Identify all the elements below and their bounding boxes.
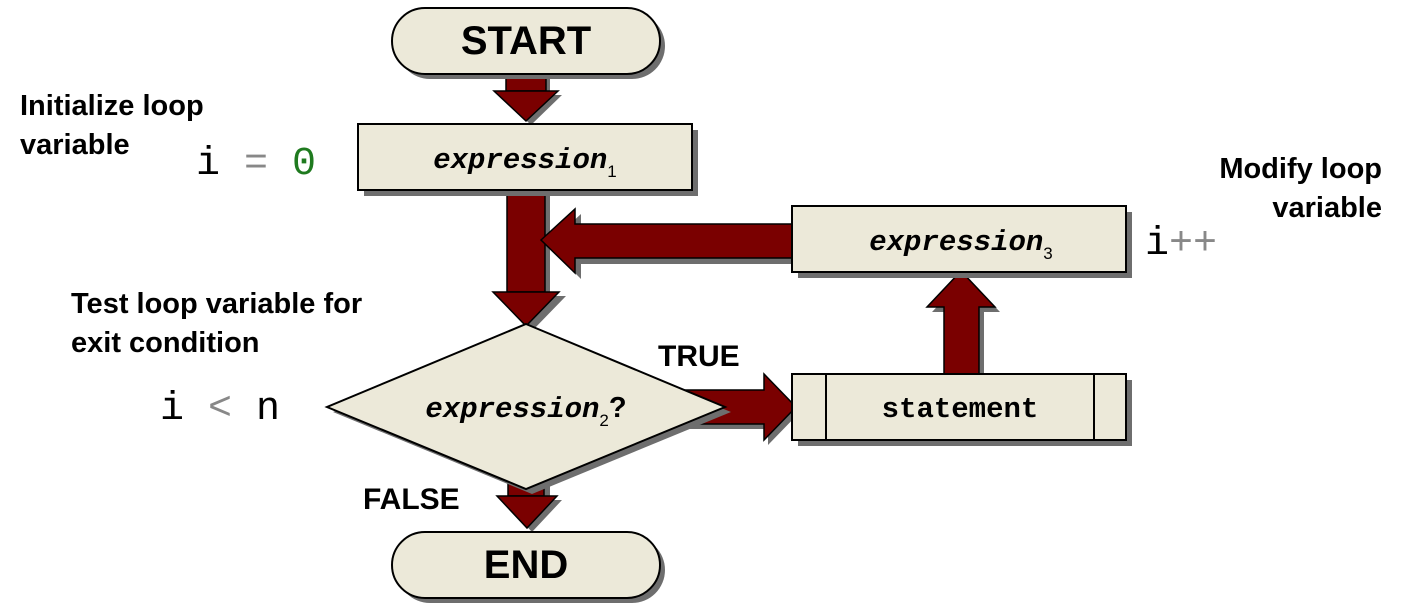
expression1-box: expression1 <box>357 123 698 196</box>
init-annotation: Initialize loop variable <box>20 90 204 161</box>
arrow-start-to-expr1 <box>492 72 562 125</box>
expression3-box: expression3 <box>791 205 1132 278</box>
test-annotation-line2: exit condition <box>71 327 260 359</box>
statement-label: statement <box>882 393 1039 426</box>
start-label: START <box>461 19 591 63</box>
arrow-expr3-to-loop <box>539 207 797 279</box>
test-annotation-line1: Test loop variable for <box>71 288 362 320</box>
init-annotation-line1: Initialize loop <box>20 90 204 122</box>
test-annotation: Test loop variable for exit condition <box>71 288 362 359</box>
statement-box: statement <box>791 373 1132 446</box>
false-label: FALSE <box>363 483 460 516</box>
end-node: END <box>391 531 665 603</box>
test-code: i<n <box>160 387 280 432</box>
modify-annotation-line1: Modify loop <box>1219 153 1382 185</box>
expression1-label: expression1 <box>433 144 617 181</box>
arrow-statement-to-expr3 <box>925 269 1000 379</box>
modify-code: i++ <box>1145 222 1217 267</box>
expression2-label: expression2? <box>425 392 626 430</box>
init-code: i=0 <box>196 142 316 187</box>
true-label: TRUE <box>658 340 740 373</box>
modify-annotation-line2: variable <box>1272 192 1382 224</box>
end-label: END <box>484 543 568 587</box>
start-node: START <box>391 7 665 79</box>
arrow-true-to-statement <box>683 372 800 445</box>
expression3-label: expression3 <box>869 226 1053 263</box>
modify-annotation: Modify loop variable <box>1219 153 1382 224</box>
arrow-expr1-to-expr2 <box>491 189 566 330</box>
expression2-decision: expression2? <box>324 322 731 494</box>
init-annotation-line2: variable <box>20 129 130 161</box>
